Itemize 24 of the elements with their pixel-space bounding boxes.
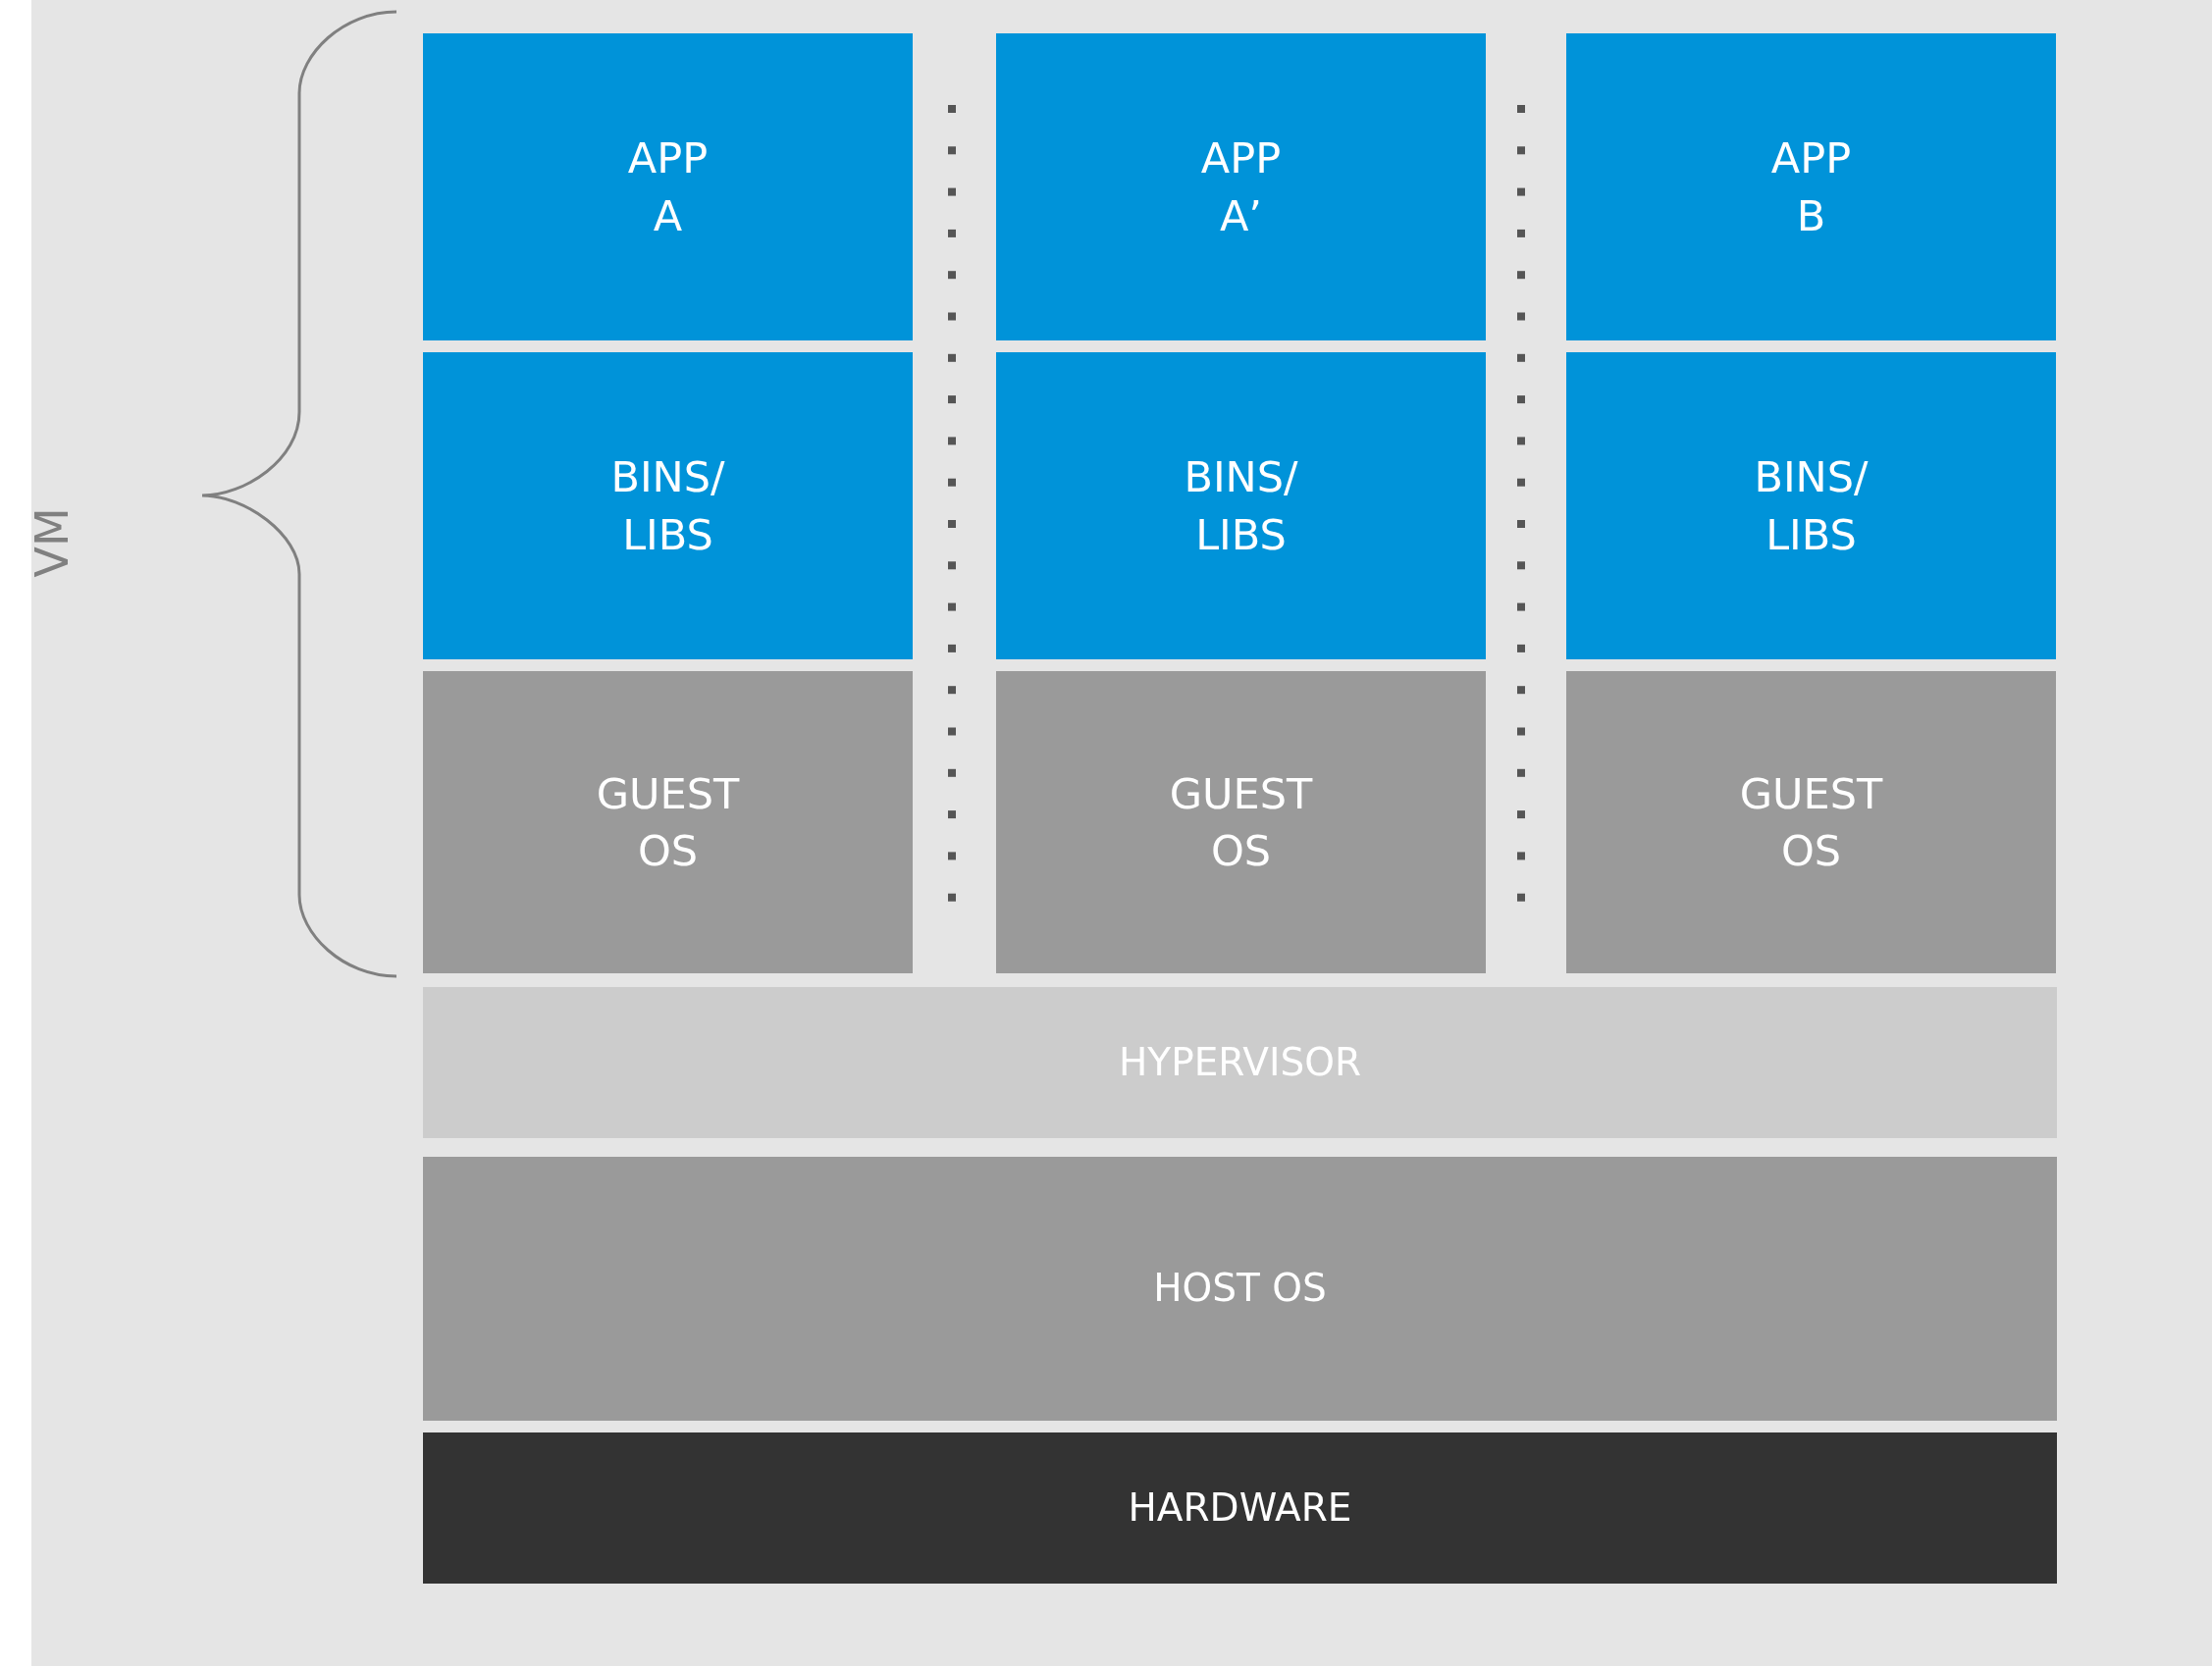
layer-label: HARDWARE: [1128, 1484, 1352, 1532]
layer-label: APP A’: [1199, 132, 1283, 242]
guest-os-box: [423, 671, 913, 973]
layer-label: APP B: [1769, 132, 1853, 242]
guest-os-box: [996, 671, 1486, 973]
app-box: [1566, 33, 2056, 340]
library-box: [423, 352, 913, 659]
library-box: [996, 352, 1486, 659]
layer-label: GUEST OS: [1168, 767, 1314, 877]
library-box: [1566, 352, 2056, 659]
layer-label: GUEST OS: [595, 767, 741, 877]
hardware-layer: [423, 1432, 2057, 1584]
host-os-layer: [423, 1157, 2057, 1421]
guest-os-box: [1566, 671, 2056, 973]
hypervisor-layer: [423, 987, 2057, 1138]
layer-label: HOST OS: [1153, 1265, 1327, 1313]
bracket-label: VM: [26, 507, 79, 578]
layer-label: GUEST OS: [1738, 767, 1884, 877]
layer-label: BINS/ LIBS: [1183, 451, 1299, 561]
layer-label: BINS/ LIBS: [609, 451, 726, 561]
layer-label: APP A: [626, 132, 710, 242]
layer-label: BINS/ LIBS: [1753, 451, 1870, 561]
app-box: [996, 33, 1486, 340]
app-box: [423, 33, 913, 340]
